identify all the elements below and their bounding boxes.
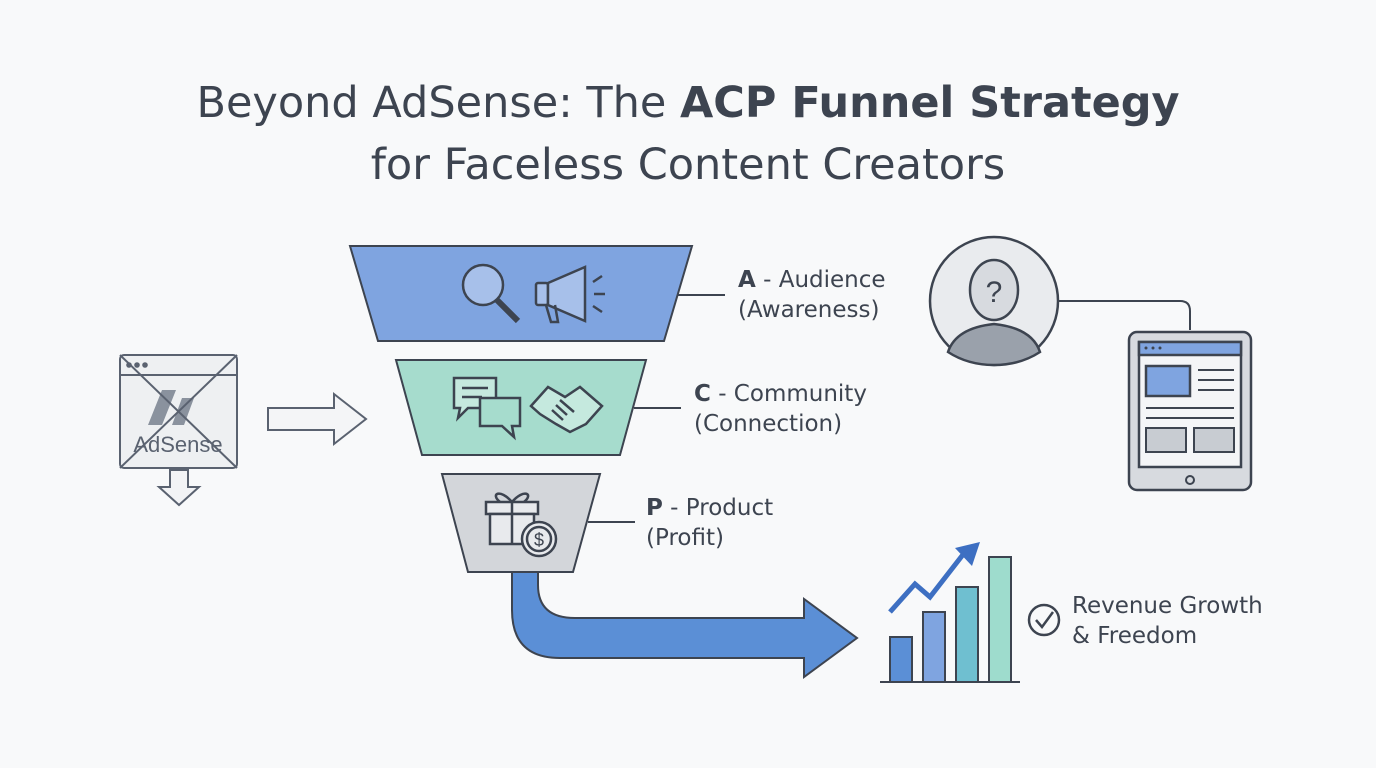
adsense-crossed-box xyxy=(119,354,238,507)
label-community-detail: (Connection) xyxy=(694,411,843,437)
label-product-letter: P xyxy=(646,495,663,521)
chart-bar-3 xyxy=(955,586,979,683)
outcome-line-1: Revenue Growth xyxy=(1072,593,1263,619)
label-product: P - Product (Profit) xyxy=(646,493,773,553)
chat-bubbles-icon xyxy=(452,376,522,441)
chart-bar-2 xyxy=(922,611,946,683)
label-audience-letter: A xyxy=(738,267,756,293)
label-community-letter: C xyxy=(694,381,711,407)
chart-bar-4 xyxy=(988,556,1012,683)
tablet-icon xyxy=(1127,330,1253,492)
revenue-bar-chart xyxy=(880,542,1020,683)
title-bold-text: ACP Funnel Strategy xyxy=(680,78,1180,128)
svg-text:?: ? xyxy=(986,276,1003,309)
trend-arrow-head-icon xyxy=(955,542,980,566)
megaphone-icon xyxy=(534,265,605,324)
right-arrow-icon xyxy=(267,391,368,447)
label-product-detail: (Profit) xyxy=(646,525,724,551)
anonymous-person-icon: ? xyxy=(928,235,1060,367)
label-community: C - Community (Connection) xyxy=(694,379,867,439)
chart-bar-1 xyxy=(889,636,913,683)
funnel-output-arrow xyxy=(511,571,859,679)
trend-arrow-line xyxy=(888,550,967,614)
outcome-label: Revenue Growth & Freedom xyxy=(1072,591,1263,651)
title-line-2: for Faceless Content Creators xyxy=(370,140,1006,190)
title-regular-text: Beyond AdSense: The xyxy=(196,78,680,128)
svg-text:$: $ xyxy=(534,530,544,550)
label-audience-detail: (Awareness) xyxy=(738,297,880,323)
outcome-line-2: & Freedom xyxy=(1072,623,1198,649)
magnifier-icon xyxy=(461,263,521,324)
handshake-icon xyxy=(529,385,604,434)
title-line-1: Beyond AdSense: The ACP Funnel Strategy xyxy=(0,72,1376,134)
coin-dollar-icon: $ xyxy=(520,520,558,558)
label-product-name: - Product xyxy=(662,495,774,521)
page-title: Beyond AdSense: The ACP Funnel Strategy … xyxy=(0,72,1376,196)
funnel-stage-audience xyxy=(348,245,694,342)
label-audience: A - Audience (Awareness) xyxy=(738,265,886,325)
person-to-tablet-connector xyxy=(1058,300,1191,330)
label-community-name: - Community xyxy=(710,381,867,407)
check-circle-icon xyxy=(1027,603,1061,637)
label-audience-name: - Audience xyxy=(755,267,886,293)
adsense-label: AdSense xyxy=(133,432,222,457)
